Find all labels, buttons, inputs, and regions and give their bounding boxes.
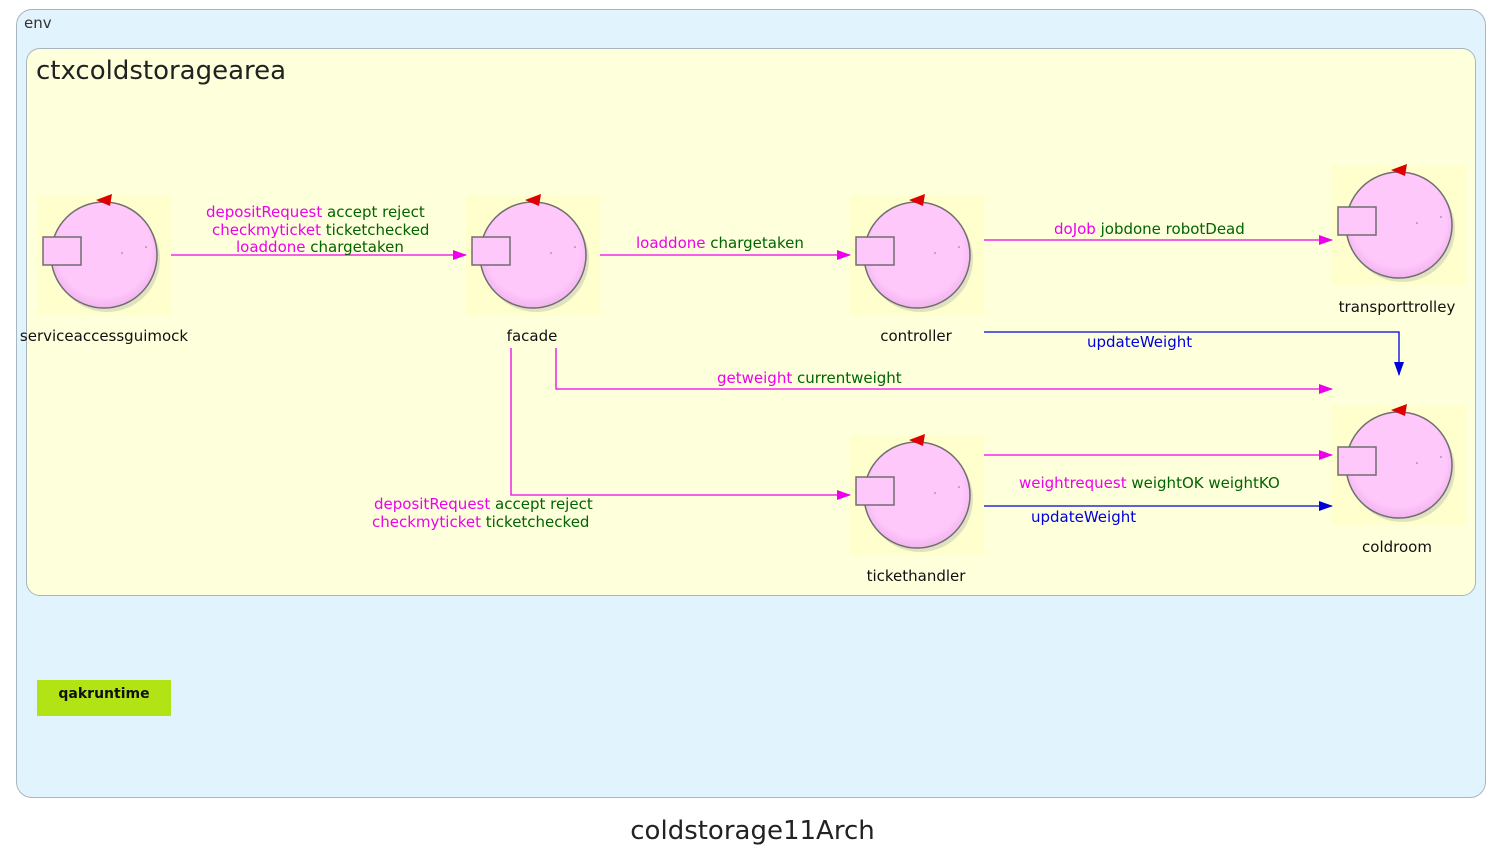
- msg-facade-controller: loaddone chargetaken: [636, 234, 804, 252]
- msg-facade-coldroom: getweight currentweight: [717, 369, 902, 387]
- actor-icon-facade: [471, 194, 589, 312]
- actor-icon-tickethandler: [855, 434, 973, 552]
- reply-label: jobdone robotDead: [1100, 220, 1245, 238]
- reply-label: accept reject: [327, 203, 425, 221]
- request-label: loaddone: [636, 234, 706, 252]
- request-label: getweight: [717, 369, 793, 387]
- runtime-label: qakruntime: [58, 686, 150, 702]
- request-label: checkmyticket: [372, 513, 481, 531]
- env-label: env: [24, 14, 52, 32]
- actor-icon-coldroom: [1337, 404, 1455, 522]
- edge-facade-coldroom: [555, 348, 1333, 394]
- reply-label: chargetaken: [310, 238, 404, 256]
- actor-label-tickethandler: tickethandler: [866, 567, 966, 585]
- context-label: ctxcoldstoragearea: [36, 56, 287, 86]
- reply-label: currentweight: [797, 369, 902, 387]
- request-label: depositRequest: [374, 495, 491, 513]
- msg-facade-tickethandler-1: depositRequest accept reject: [374, 495, 593, 513]
- request-label: depositRequest: [206, 203, 323, 221]
- edge-controller-coldroom: [984, 331, 1404, 376]
- actor-icon-controller: [855, 194, 973, 312]
- reply-label: ticketchecked: [485, 513, 590, 531]
- context-box: [26, 48, 1476, 596]
- actor-label-serviceaccessguimock: serviceaccessguimock: [19, 327, 189, 345]
- edge-facade-tickethandler: [510, 348, 851, 500]
- reply-label: weightOK weightKO: [1131, 474, 1280, 492]
- request-label: checkmyticket: [212, 221, 321, 239]
- actor-icon-transporttrolley: [1337, 164, 1455, 282]
- reply-label: accept reject: [495, 495, 593, 513]
- reply-label: chargetaken: [710, 234, 804, 252]
- reply-label: ticketchecked: [325, 221, 430, 239]
- request-label: loaddone: [236, 238, 306, 256]
- msg-controller-coldroom-event: updateWeight: [1087, 333, 1193, 351]
- actor-label-controller: controller: [880, 327, 952, 345]
- diagram-title: coldstorage11Arch: [630, 816, 875, 846]
- msg-tickethandler-coldroom: weightrequest weightOK weightKO: [1019, 474, 1280, 492]
- msg-controller-trolley: doJob jobdone robotDead: [1054, 220, 1245, 238]
- msg-gui-facade-2: checkmyticket ticketchecked: [212, 221, 429, 239]
- actor-label-coldroom: coldroom: [1362, 538, 1432, 556]
- actor-label-transporttrolley: transporttrolley: [1338, 298, 1456, 316]
- runtime-box: qakruntime: [37, 680, 171, 716]
- msg-tickethandler-coldroom-event: updateWeight: [1031, 508, 1137, 526]
- msg-gui-facade-1: depositRequest accept reject: [206, 203, 425, 221]
- request-label: weightrequest: [1019, 474, 1127, 492]
- actor-label-facade: facade: [506, 327, 558, 345]
- request-label: doJob: [1054, 220, 1096, 238]
- actor-icon-serviceaccessguimock: [42, 194, 160, 312]
- msg-facade-tickethandler-2: checkmyticket ticketchecked: [372, 513, 589, 531]
- msg-gui-facade-3: loaddone chargetaken: [236, 238, 404, 256]
